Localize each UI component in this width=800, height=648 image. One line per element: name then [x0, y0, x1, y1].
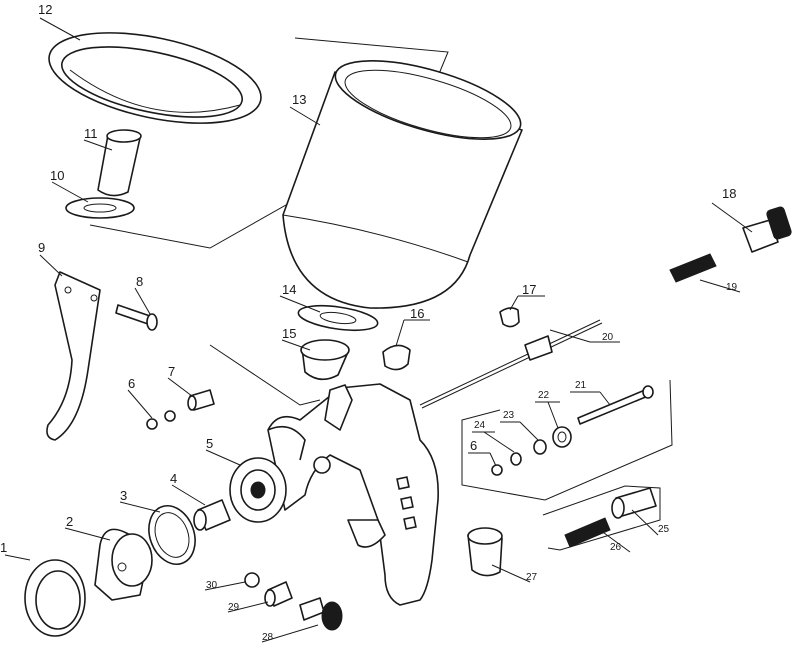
- part-21-valve-stem: [577, 385, 654, 425]
- callout-30: 30: [206, 580, 218, 591]
- part-15-cup-nut: [300, 339, 350, 381]
- callout-4: 4: [170, 471, 177, 486]
- part-9-hook: [46, 271, 101, 441]
- callout-9: 9: [38, 240, 45, 255]
- part-24-washer: [510, 452, 522, 466]
- callout-5: 5: [206, 436, 213, 451]
- callout-6-right: 6: [470, 438, 477, 453]
- callout-6-left: 6: [128, 376, 135, 391]
- part-5-head: [229, 425, 306, 523]
- callout-1: 1: [0, 540, 7, 555]
- callout-2: 2: [66, 514, 73, 529]
- part-18-knob: [742, 206, 792, 253]
- callout-25: 25: [658, 524, 670, 535]
- callout-12: 12: [38, 2, 52, 17]
- callout-10: 10: [50, 168, 64, 183]
- part-16-nut: [382, 344, 411, 371]
- callout-26: 26: [610, 542, 622, 553]
- part-20-needle: [419, 319, 603, 409]
- callout-8: 8: [136, 274, 143, 289]
- callout-19: 19: [726, 282, 738, 293]
- part-12-cup-lid: [48, 32, 262, 124]
- gun-body: [267, 383, 439, 606]
- part-17-small-nut: [499, 307, 520, 328]
- callout-14: 14: [282, 282, 296, 297]
- group-bracket-air-valve: [542, 485, 661, 551]
- callout-21: 21: [575, 380, 587, 391]
- callout-18: 18: [722, 186, 736, 201]
- part-22-washer: [552, 426, 572, 448]
- part-8-pin: [115, 304, 158, 331]
- part-25-fitting: [611, 487, 657, 519]
- part-23-washer: [533, 439, 547, 455]
- callout-7: 7: [168, 364, 175, 379]
- part-6-washer-left: [146, 410, 176, 430]
- callout-28: 28: [262, 632, 274, 643]
- part-4-nozzle: [193, 499, 231, 531]
- part-7-fitting: [187, 389, 215, 411]
- leader-lines: [4, 17, 753, 643]
- part-30-o-ring: [244, 572, 260, 588]
- part-10-gasket: [65, 197, 135, 219]
- callout-13: 13: [292, 92, 306, 107]
- callout-23: 23: [503, 410, 515, 421]
- callout-numbers: 1 2 3 4 5 6 6 7 8 9 10 11 12 13 14 15 16…: [0, 2, 738, 643]
- part-6-washer-right: [491, 464, 503, 476]
- group-bracket-needle-set: [461, 379, 673, 501]
- callout-24: 24: [474, 420, 486, 431]
- callout-15: 15: [282, 326, 296, 341]
- callout-22: 22: [538, 390, 550, 401]
- part-2-air-cap: [94, 528, 153, 601]
- part-26-spring: [564, 517, 611, 548]
- part-1-retaining-ring: [24, 559, 86, 637]
- callout-29: 29: [228, 602, 240, 613]
- group-bracket-cup-body: [209, 344, 321, 406]
- callout-16: 16: [410, 306, 424, 321]
- callout-20: 20: [602, 332, 614, 343]
- part-3-seal: [148, 505, 196, 565]
- part-19-spring: [669, 253, 717, 283]
- part-13-paint-cup: [282, 60, 523, 309]
- callout-27: 27: [526, 572, 538, 583]
- callout-11: 11: [84, 126, 98, 141]
- callout-17: 17: [522, 282, 536, 297]
- part-27-air-inlet: [467, 527, 503, 577]
- part-29-nut: [264, 581, 293, 607]
- part-28-knob: [299, 597, 343, 631]
- callout-3: 3: [120, 488, 127, 503]
- part-14-washer: [297, 304, 379, 332]
- part-11-filter: [97, 129, 142, 197]
